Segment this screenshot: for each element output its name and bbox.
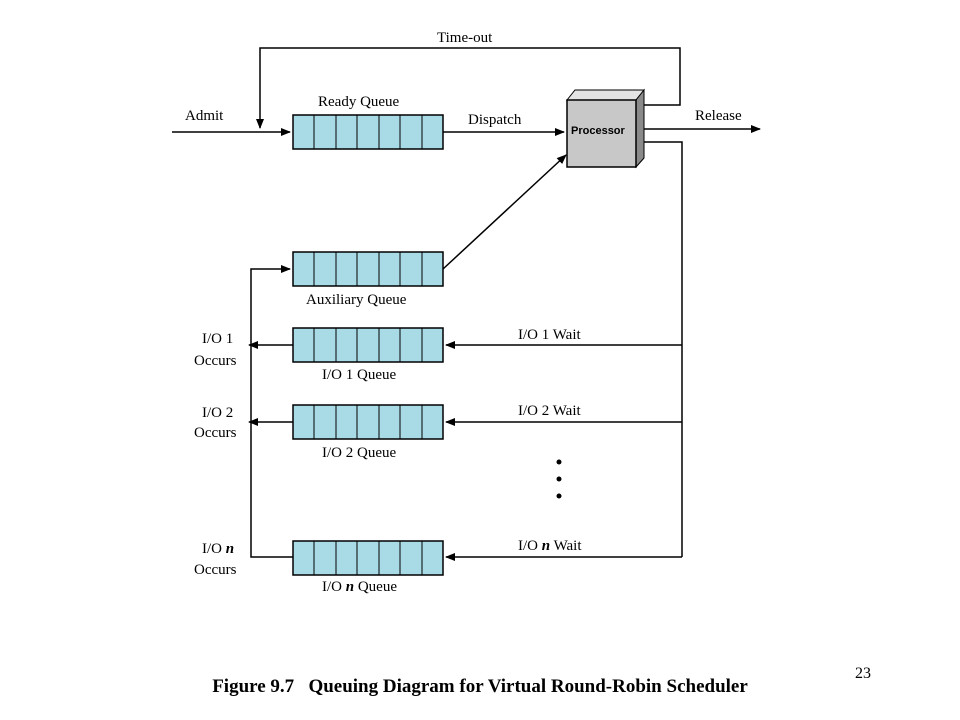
queuing-diagram: Time-out Admit Ready Queue Dispatch Proc… <box>172 30 761 595</box>
io1-occurs-label-2: Occurs <box>194 353 237 369</box>
processor-label: Processor <box>571 125 626 137</box>
processor-box <box>565 88 646 169</box>
io-return-trunk <box>250 265 293 558</box>
io2-occurs-label-1: I/O 2 <box>202 405 233 421</box>
figure-number: Figure 9.7 <box>212 676 295 697</box>
ellipsis-dots <box>556 459 562 499</box>
ready-queue-label: Ready Queue <box>318 94 400 110</box>
io2-occurs-label-2: Occurs <box>194 425 237 441</box>
io1-wait-label: I/O 1 Wait <box>518 327 582 343</box>
dispatch-label: Dispatch <box>468 112 522 128</box>
figure-caption: Figure 9.7 Queuing Diagram for Virtual R… <box>0 676 960 698</box>
ion-occurs-label-2: Occurs <box>194 562 237 578</box>
io-wait-trunk <box>644 141 683 557</box>
io2-queue-label: I/O 2 Queue <box>322 445 396 461</box>
io1-queue-label: I/O 1 Queue <box>322 367 396 383</box>
page-number: 23 <box>855 665 871 682</box>
auxiliary-queue <box>292 251 444 287</box>
ion-occurs-label-1: I/O n <box>202 541 234 557</box>
io2-queue <box>292 404 444 440</box>
ion-queue-label: I/O n Queue <box>322 579 397 595</box>
ion-wait-label: I/O n Wait <box>518 538 582 554</box>
admit-label: Admit <box>185 108 224 124</box>
timeout-label: Time-out <box>437 30 493 46</box>
figure-title: Queuing Diagram for Virtual Round-Robin … <box>308 676 748 697</box>
ready-queue <box>292 114 444 150</box>
io1-queue <box>292 327 444 363</box>
timeout-arrow <box>256 47 681 129</box>
auxiliary-queue-label: Auxiliary Queue <box>306 292 407 308</box>
release-label: Release <box>695 108 742 124</box>
io1-occurs-label-1: I/O 1 <box>202 331 233 347</box>
ion-queue <box>292 540 444 576</box>
auxiliary-dispatch-arrow <box>442 154 567 270</box>
io2-wait-label: I/O 2 Wait <box>518 403 582 419</box>
